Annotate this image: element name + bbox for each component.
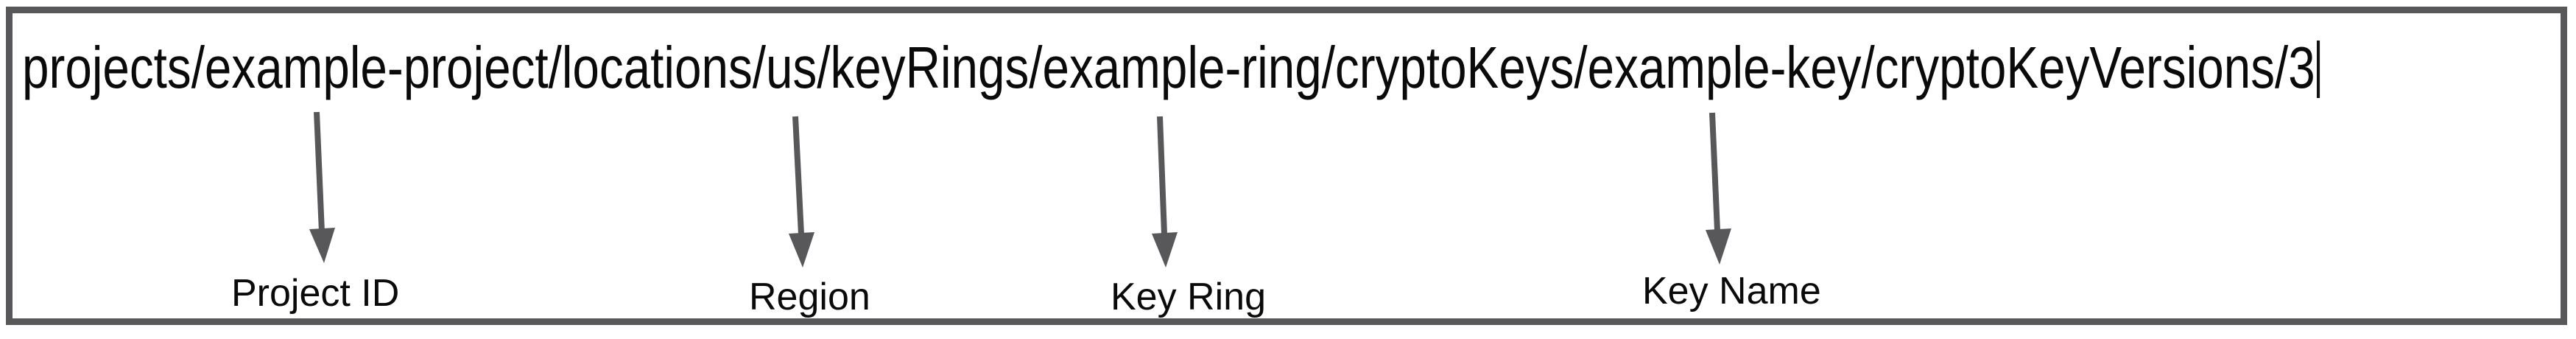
label-key-ring: Key Ring (1111, 276, 1266, 318)
label-project-id: Project ID (231, 272, 400, 315)
label-key-name: Key Name (1642, 270, 1821, 312)
resource-path-text: projects/example-project/locations/us/ke… (22, 35, 2315, 100)
figure-border-box (6, 7, 2567, 325)
label-region: Region (749, 276, 870, 318)
resource-path-field[interactable]: projects/example-project/locations/us/ke… (22, 38, 2320, 98)
text-cursor-caret (2317, 41, 2320, 98)
